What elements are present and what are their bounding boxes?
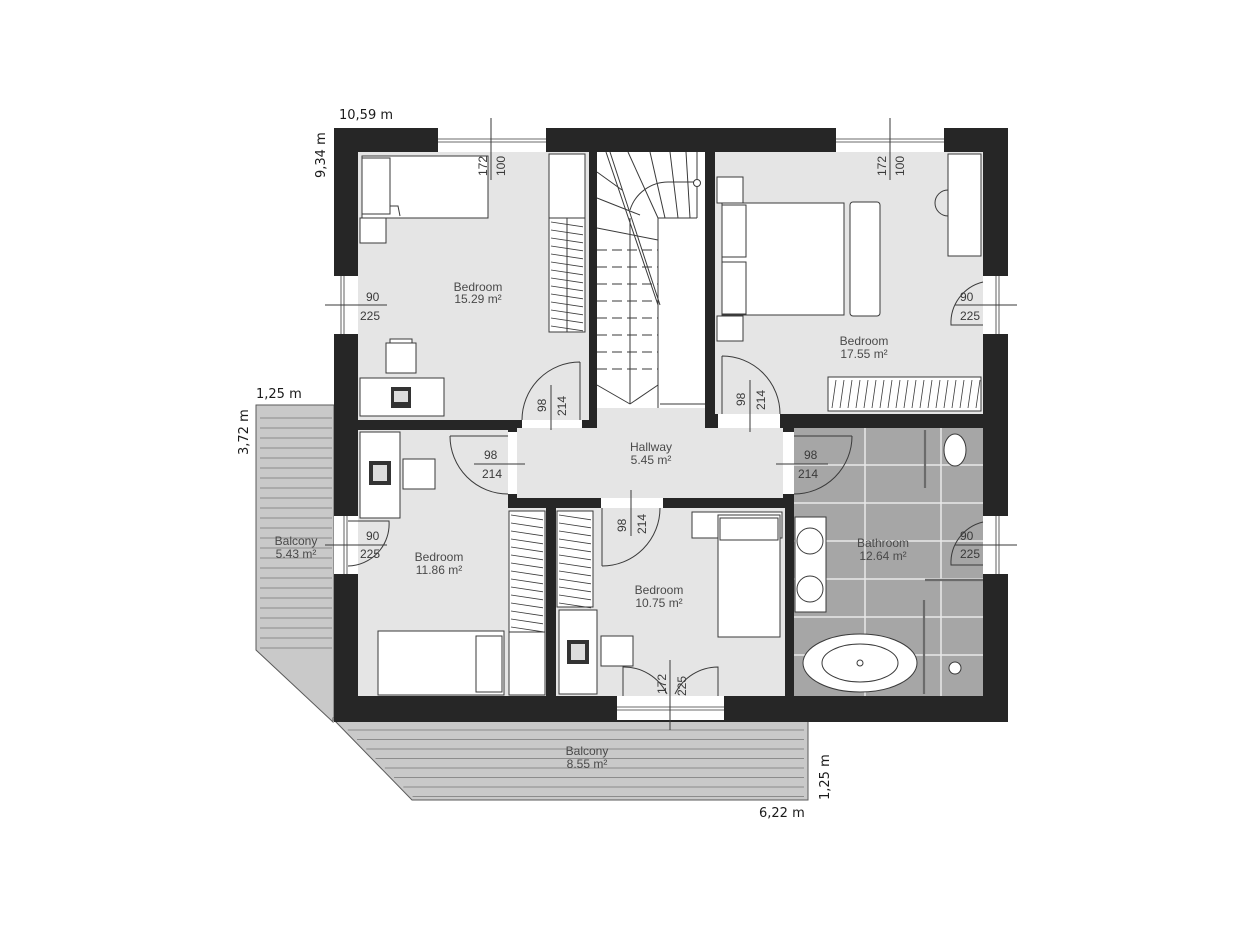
dim-depth-left: 9,34 m bbox=[314, 132, 329, 178]
stair-landing bbox=[597, 408, 705, 428]
svg-text:225: 225 bbox=[960, 547, 980, 561]
svg-text:Bedroom: Bedroom bbox=[454, 280, 503, 294]
hallway-floor[interactable] bbox=[517, 428, 783, 498]
chair-sw bbox=[402, 458, 436, 490]
window-nw-west[interactable] bbox=[325, 276, 387, 334]
svg-text:100: 100 bbox=[893, 156, 907, 176]
dim-width-top: 10,59 m bbox=[339, 108, 393, 123]
bed-single-sw bbox=[377, 630, 505, 696]
svg-text:214: 214 bbox=[555, 396, 569, 416]
bed-single-nw bbox=[361, 155, 489, 219]
door-bedroom-nw[interactable] bbox=[521, 361, 582, 430]
balcony-door-south[interactable] bbox=[617, 660, 724, 730]
door-bedroom-s[interactable] bbox=[601, 490, 663, 567]
desk-sw bbox=[359, 431, 401, 519]
svg-text:5.45 m²: 5.45 m² bbox=[631, 453, 672, 467]
svg-text:225: 225 bbox=[960, 309, 980, 323]
double-vanity bbox=[794, 516, 827, 613]
desk-nw bbox=[359, 377, 445, 417]
svg-text:Balcony: Balcony bbox=[275, 534, 318, 548]
svg-text:172: 172 bbox=[875, 156, 889, 176]
svg-text:12.64 m²: 12.64 m² bbox=[859, 549, 906, 563]
staircase-steps bbox=[596, 151, 705, 408]
svg-text:Bedroom: Bedroom bbox=[635, 583, 684, 597]
svg-text:Balcony: Balcony bbox=[566, 744, 609, 758]
svg-text:15.29 m²: 15.29 m² bbox=[454, 292, 501, 306]
toilet bbox=[943, 433, 967, 467]
room-label-bedroom-ne: Bedroom 17.55 m² bbox=[840, 334, 889, 361]
svg-text:98: 98 bbox=[734, 392, 748, 406]
balcony-south[interactable] bbox=[332, 719, 809, 801]
svg-text:5.43 m²: 5.43 m² bbox=[276, 547, 317, 561]
balcony-door-west[interactable] bbox=[325, 516, 390, 574]
svg-text:90: 90 bbox=[960, 290, 974, 304]
wardrobe-ne bbox=[827, 376, 982, 412]
window-nw-top[interactable] bbox=[438, 118, 546, 180]
svg-text:90: 90 bbox=[960, 529, 974, 543]
svg-text:225: 225 bbox=[360, 547, 380, 561]
svg-text:98: 98 bbox=[804, 448, 818, 462]
wardrobe-nw bbox=[548, 153, 586, 333]
svg-text:Hallway: Hallway bbox=[630, 440, 672, 454]
window-ne-top[interactable] bbox=[836, 118, 944, 180]
svg-text:Bathroom: Bathroom bbox=[857, 536, 909, 550]
room-label-hallway: Hallway 5.45 m² bbox=[630, 440, 672, 467]
svg-text:214: 214 bbox=[482, 467, 502, 481]
svg-text:225: 225 bbox=[360, 309, 380, 323]
dim-balcony-s-depth: 1,25 m bbox=[818, 754, 833, 800]
svg-text:214: 214 bbox=[798, 467, 818, 481]
bed-single-s bbox=[691, 511, 783, 638]
svg-text:100: 100 bbox=[494, 156, 508, 176]
desk-s bbox=[558, 609, 598, 695]
room-label-bedroom-sw: Bedroom 11.86 m² bbox=[415, 550, 464, 577]
door-bedroom-sw[interactable] bbox=[449, 432, 525, 495]
room-label-bedroom-nw: Bedroom 15.29 m² bbox=[454, 280, 503, 306]
svg-text:17.55 m²: 17.55 m² bbox=[840, 347, 887, 361]
svg-text:11.86 m²: 11.86 m² bbox=[416, 563, 462, 577]
room-label-bedroom-s: Bedroom 10.75 m² bbox=[635, 583, 684, 610]
svg-text:214: 214 bbox=[635, 514, 649, 534]
window-ne-east[interactable] bbox=[950, 276, 1017, 334]
dim-balcony-s-length: 6,22 m bbox=[759, 806, 805, 821]
bed-double-ne bbox=[716, 176, 881, 342]
svg-text:90: 90 bbox=[366, 290, 380, 304]
svg-text:98: 98 bbox=[615, 518, 629, 532]
room-label-bathroom: Bathroom 12.64 m² bbox=[857, 536, 909, 563]
staircase[interactable] bbox=[597, 152, 705, 408]
svg-text:172: 172 bbox=[476, 156, 490, 176]
chair-nw bbox=[385, 338, 417, 374]
door-bedroom-ne[interactable] bbox=[718, 355, 781, 432]
room-label-balcony-w: Balcony 5.43 m² bbox=[275, 534, 318, 561]
balcony-west[interactable] bbox=[255, 404, 335, 724]
svg-text:98: 98 bbox=[535, 398, 549, 412]
window-bath-east[interactable] bbox=[950, 516, 1017, 574]
dim-balcony-w-width: 1,25 m bbox=[256, 387, 302, 402]
door-bathroom[interactable] bbox=[776, 432, 853, 495]
svg-text:225: 225 bbox=[675, 676, 689, 696]
svg-text:172: 172 bbox=[655, 674, 669, 694]
dim-balcony-w-length: 3,72 m bbox=[237, 409, 252, 455]
room-label-balcony-s: Balcony 8.55 m² bbox=[566, 744, 609, 771]
svg-text:Bedroom: Bedroom bbox=[415, 550, 464, 564]
svg-text:Bedroom: Bedroom bbox=[840, 334, 889, 348]
wardrobe-sw bbox=[508, 510, 546, 696]
svg-text:8.55 m²: 8.55 m² bbox=[567, 757, 608, 771]
opening-labels: 172 100 172 100 90 225 90 225 98 214 98 … bbox=[360, 156, 980, 696]
svg-text:98: 98 bbox=[484, 448, 498, 462]
svg-text:10.75 m²: 10.75 m² bbox=[635, 596, 682, 610]
wardrobe-s bbox=[556, 510, 594, 609]
chair-s bbox=[600, 635, 634, 667]
desk-ne bbox=[934, 153, 982, 257]
shower-glass bbox=[922, 430, 983, 694]
nightstand-nw bbox=[359, 217, 387, 244]
svg-text:214: 214 bbox=[754, 390, 768, 410]
freestanding-bathtub bbox=[802, 633, 918, 693]
svg-text:90: 90 bbox=[366, 529, 380, 543]
